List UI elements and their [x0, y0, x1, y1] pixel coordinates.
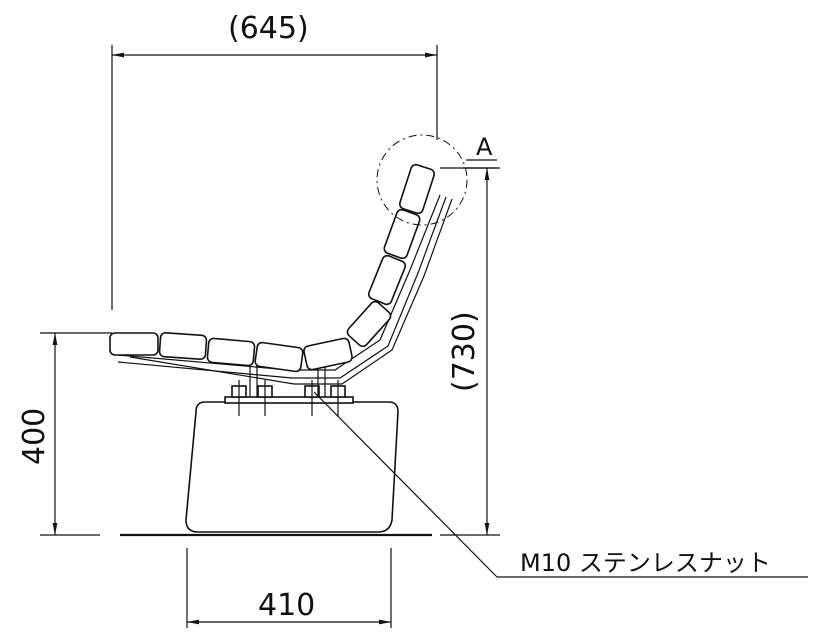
dimension-height-overall: (730) [440, 167, 500, 536]
detail-marker-a: A [376, 133, 497, 226]
back-slats [367, 163, 436, 306]
seat-slat [158, 331, 208, 361]
anchor-bolt [231, 380, 247, 416]
bench-frame [117, 194, 453, 385]
seat-slat [206, 337, 256, 367]
seat-slat [109, 332, 159, 356]
anchor-bolt [257, 380, 273, 416]
width-label: (645) [228, 11, 309, 46]
concrete-base [185, 401, 399, 533]
dimension-base-width: 410 [186, 548, 392, 628]
seat-slat [346, 300, 392, 348]
seat-slat [303, 337, 353, 371]
back-slat [367, 254, 407, 306]
base-width-label: 410 [258, 588, 315, 623]
dimension-seat-height: 400 [17, 332, 112, 536]
anchor-bolt [330, 380, 346, 416]
detail-marker-label: A [476, 133, 493, 161]
anchor-bolt [304, 380, 320, 416]
nut-callout: M10 ステンレスナット [313, 391, 808, 578]
seat-slats [109, 300, 392, 373]
height-label: (730) [447, 311, 482, 392]
seat-slat [254, 341, 304, 373]
back-slat [398, 163, 436, 215]
dimension-width-overall: (645) [111, 11, 438, 310]
back-slat [383, 208, 421, 260]
callout-label: M10 ステンレスナット [520, 549, 771, 577]
base-plate [224, 380, 354, 416]
seat-height-label: 400 [17, 408, 52, 465]
